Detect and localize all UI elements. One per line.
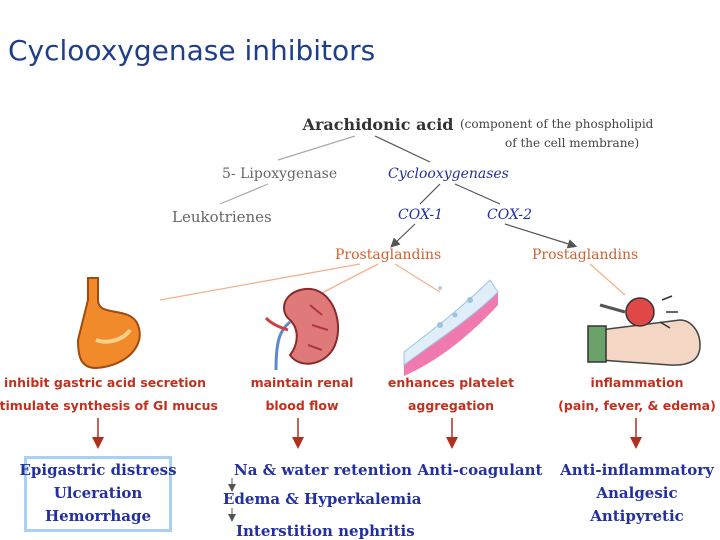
outcome-arrows xyxy=(92,418,642,522)
leukotrienes-label: Leukotrienes xyxy=(172,208,272,226)
inflamed-hand-icon xyxy=(587,295,701,366)
kidney-outcome-3: Interstition nephritis xyxy=(236,522,415,540)
stomach-outcome-box xyxy=(24,456,172,532)
inflammation-effect-line-1: inflammation xyxy=(590,375,683,390)
stomach-outcome-2: Ulceration xyxy=(54,484,143,502)
cox1-label: COX-1 xyxy=(398,207,443,223)
root-note-line-1: (component of the phospholipid xyxy=(460,117,654,131)
cox2-label: COX-2 xyxy=(487,207,532,223)
kidney-effect-line-2: blood flow xyxy=(265,398,339,413)
prostaglandins-cox2-label: Prostaglandins xyxy=(532,247,638,263)
platelet-effect-line-2: aggregation xyxy=(408,398,494,413)
kidney-outcome-2: Edema & Hyperkalemia xyxy=(223,490,422,508)
stomach-effect-line-1: inhibit gastric acid secretion xyxy=(4,375,206,390)
page-title: Cyclooxygenase inhibitors xyxy=(8,34,376,67)
root-note-line-2: of the cell membrane) xyxy=(505,136,639,150)
kidney-icon xyxy=(264,287,340,371)
stomach-icon xyxy=(76,277,141,370)
inflammation-outcome-3: Antipyretic xyxy=(589,507,684,525)
inflammation-effect-line-2: (pain, fever, & edema) xyxy=(558,398,716,413)
inflammation-outcome-2: Analgesic xyxy=(595,484,677,502)
platelet-effect-line-1: enhances platelet xyxy=(388,375,514,390)
cyclooxygenases-label: Cyclooxygenases xyxy=(388,166,509,182)
stomach-outcome-3: Hemorrhage xyxy=(45,507,151,525)
kidney-effect-line-1: maintain renal xyxy=(251,375,354,390)
platelet-vessel-icon xyxy=(403,279,499,376)
platelet-outcome-1: Anti-coagulant xyxy=(417,461,543,479)
connector-lines xyxy=(159,135,626,301)
arachidonic-acid-label: Arachidonic acid xyxy=(302,115,454,134)
kidney-outcome-1: Na & water retention xyxy=(234,461,412,479)
inflammation-outcome-1: Anti-inflammatory xyxy=(559,461,715,479)
stomach-outcome-1: Epigastric distress xyxy=(19,461,176,479)
lipoxygenase-label: 5- Lipoxygenase xyxy=(222,166,337,182)
stomach-effect-line-2: stimulate synthesis of GI mucus xyxy=(0,398,218,413)
prostaglandins-cox1-label: Prostaglandins xyxy=(335,247,441,263)
